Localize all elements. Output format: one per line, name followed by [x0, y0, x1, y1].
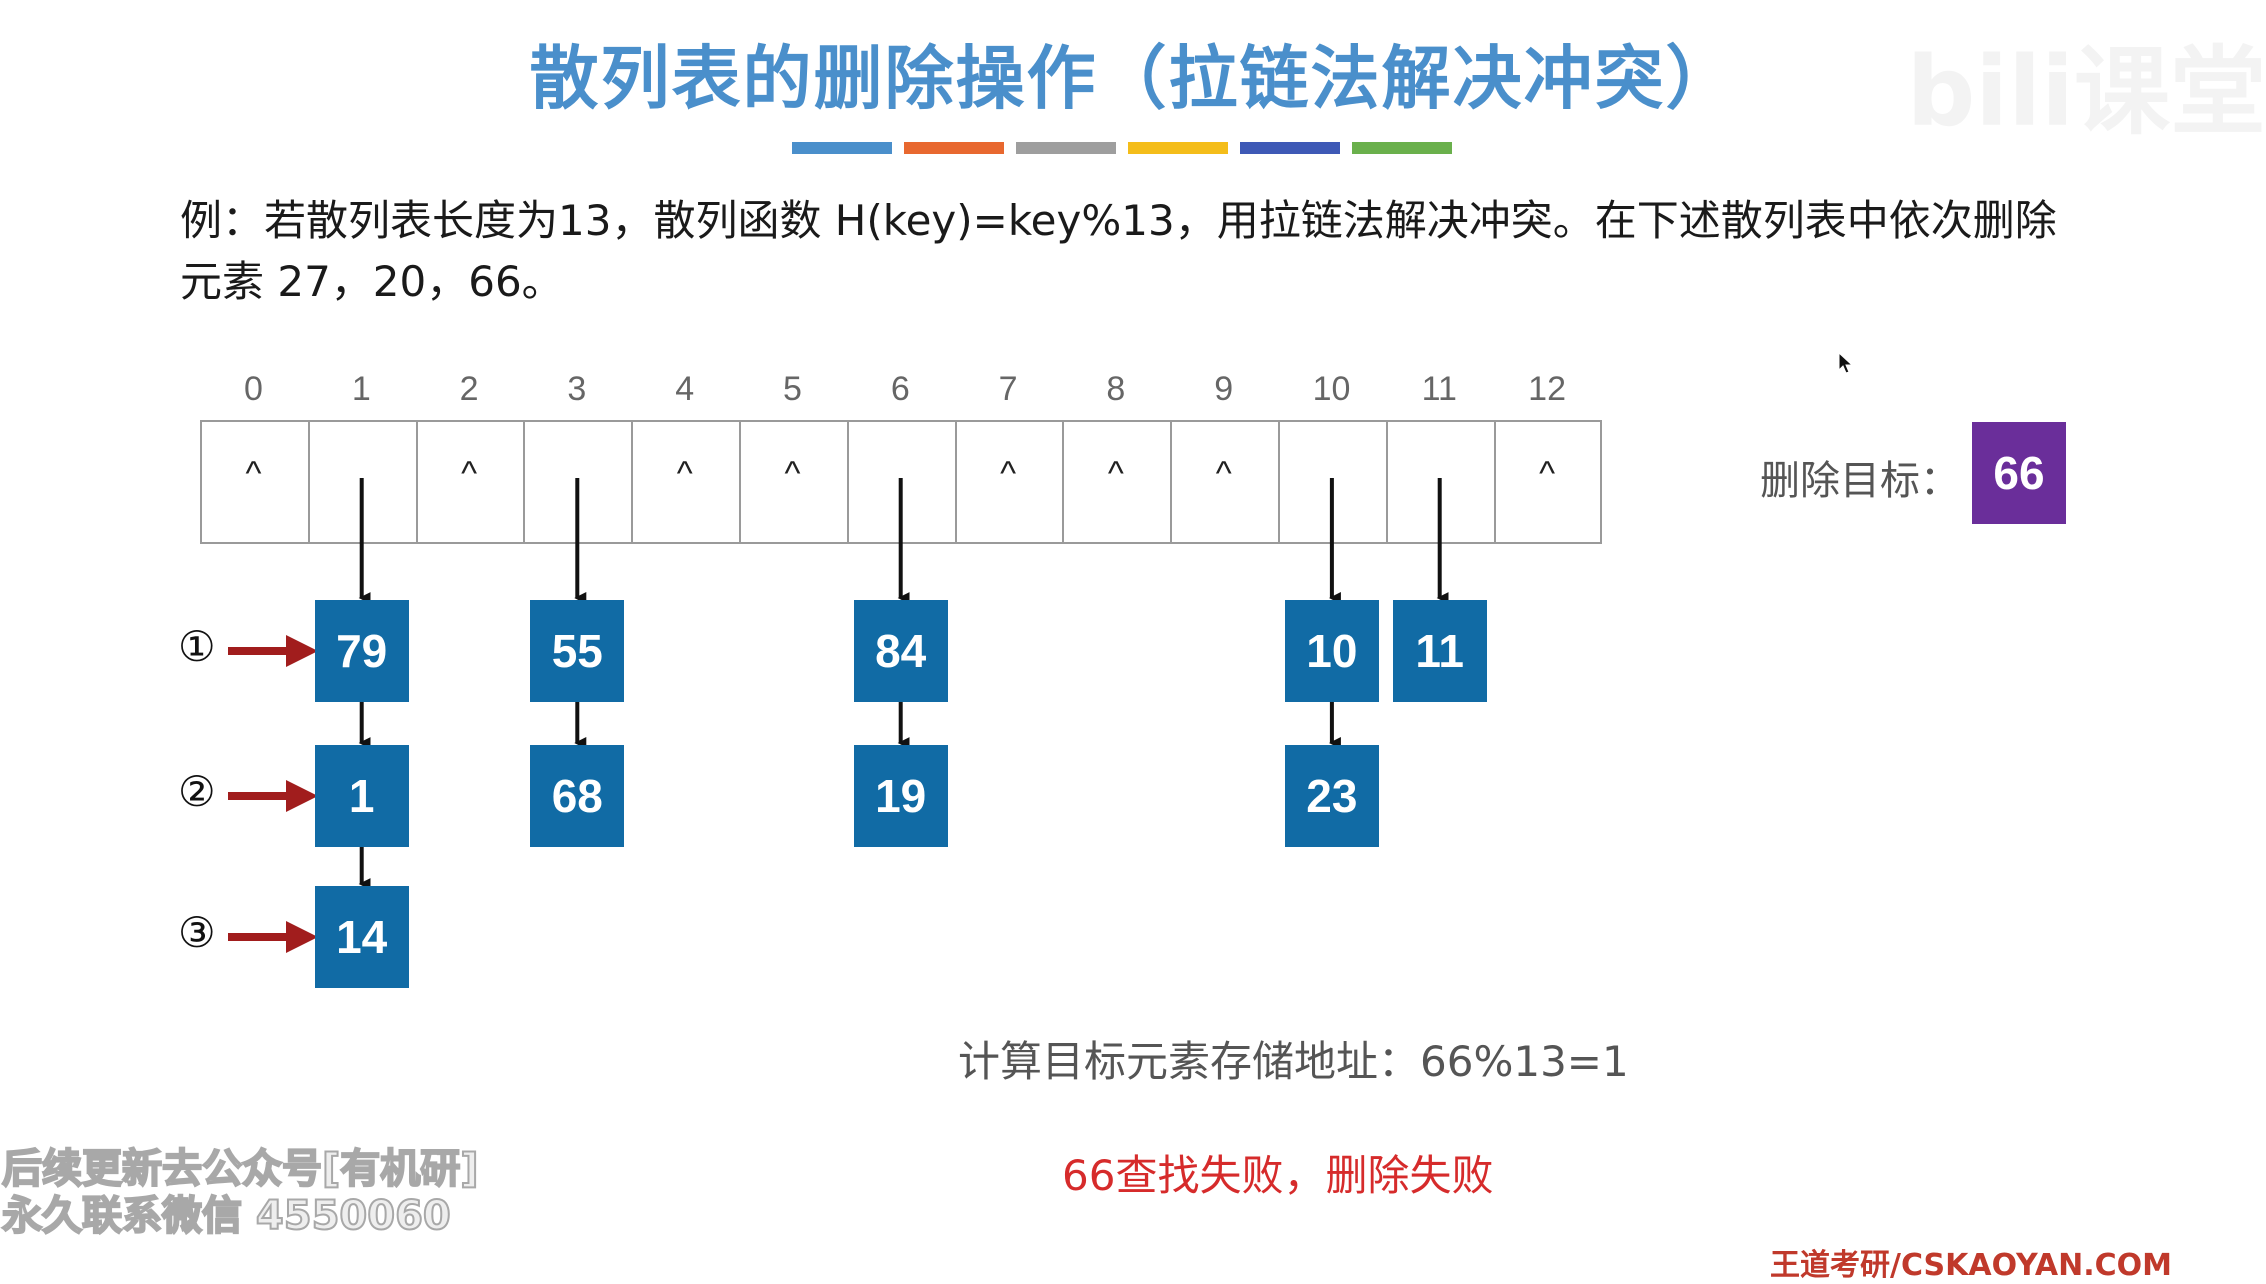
slot-index-6: 6: [890, 370, 910, 408]
title-stripe: [792, 142, 892, 154]
row-pointer-arrowhead: [286, 635, 318, 667]
chain-node: 11: [1392, 600, 1487, 702]
title-stripe: [1352, 142, 1452, 154]
slot-divider: [523, 422, 526, 542]
title-stripe: [1240, 142, 1340, 154]
slot-index-9: 9: [1214, 370, 1234, 408]
watermark-bottom-left-line-2: 永久联系微信 4550060: [1, 1192, 452, 1240]
slot-divider: [1278, 422, 1280, 542]
slot-index-1: 1: [351, 370, 371, 408]
row-label: ①: [178, 622, 216, 671]
slot-index-5: 5: [783, 370, 802, 408]
chain-node: 19: [853, 745, 948, 847]
slot-index-3: 3: [567, 370, 587, 408]
delete-target-value: 66: [1972, 422, 2066, 524]
row-label: ③: [178, 908, 216, 957]
watermark-bottom-left-line-1: 后续更新去公众号[有机研]: [1, 1145, 480, 1193]
chain-node: 55: [530, 600, 625, 702]
title-stripe: [1016, 142, 1116, 154]
slot-divider: [1170, 422, 1173, 542]
row-pointer-arrowhead: [286, 780, 318, 812]
chain-node: 14: [314, 886, 409, 988]
empty-slot-marker: ^: [461, 455, 478, 493]
row-pointer-arrowhead: [286, 921, 318, 953]
slot-index-2: 2: [459, 370, 479, 408]
problem-statement: 例：若散列表长度为13，散列函数 H(key)=key%13，用拉链法解决冲突。…: [180, 196, 2057, 306]
empty-slot-marker: ^: [676, 455, 693, 493]
slot-divider: [739, 422, 741, 542]
empty-slot-marker: ^: [784, 455, 801, 493]
slot-divider: [1062, 422, 1065, 542]
slot-divider: [631, 422, 634, 542]
slot-index-7: 7: [998, 370, 1018, 408]
slot-divider: [846, 422, 849, 542]
chain-node: 68: [530, 745, 625, 847]
page-title: 散列表的删除操作（拉链法解决冲突）: [529, 39, 1737, 119]
slot-index-10: 10: [1312, 370, 1351, 408]
empty-slot-marker: ^: [1107, 455, 1124, 493]
empty-slot-marker: ^: [1000, 455, 1017, 493]
slot-index-0: 0: [244, 370, 263, 408]
chain-node: 23: [1284, 745, 1379, 847]
slot-divider: [954, 422, 957, 542]
empty-slot-marker: ^: [1539, 455, 1556, 493]
title-stripe: [1128, 142, 1228, 154]
row-label: ②: [178, 767, 216, 816]
chain-node: 10: [1284, 600, 1379, 702]
slot-index-8: 8: [1106, 370, 1126, 408]
delete-result: 66查找失败，删除失败: [1062, 1151, 1494, 1200]
empty-slot-marker: ^: [245, 455, 262, 493]
slot-divider: [415, 422, 418, 542]
slot-divider: [307, 422, 310, 542]
address-calculation: 计算目标元素存储地址：66%13=1: [958, 1037, 1629, 1086]
chain-node: 84: [853, 600, 948, 702]
delete-target-label: 删除目标：: [1760, 458, 1960, 504]
slot-divider: [1493, 422, 1496, 542]
slot-divider: [1385, 422, 1388, 542]
chain-node: 1: [314, 745, 409, 847]
watermark-bottom-right: 王道考研/CSKAOYAN.COM: [1770, 1248, 2172, 1283]
watermark-top-right: bili课堂: [1906, 36, 2266, 148]
mouse-cursor-icon: [1838, 352, 1854, 374]
empty-slot-marker: ^: [1215, 455, 1232, 493]
slot-index-12: 12: [1528, 370, 1566, 408]
slot-index-11: 11: [1421, 370, 1457, 408]
chain-node: 79: [314, 600, 409, 702]
title-stripe: [904, 142, 1004, 154]
chain-arrows: [228, 478, 1449, 953]
slot-index-4: 4: [675, 370, 695, 408]
